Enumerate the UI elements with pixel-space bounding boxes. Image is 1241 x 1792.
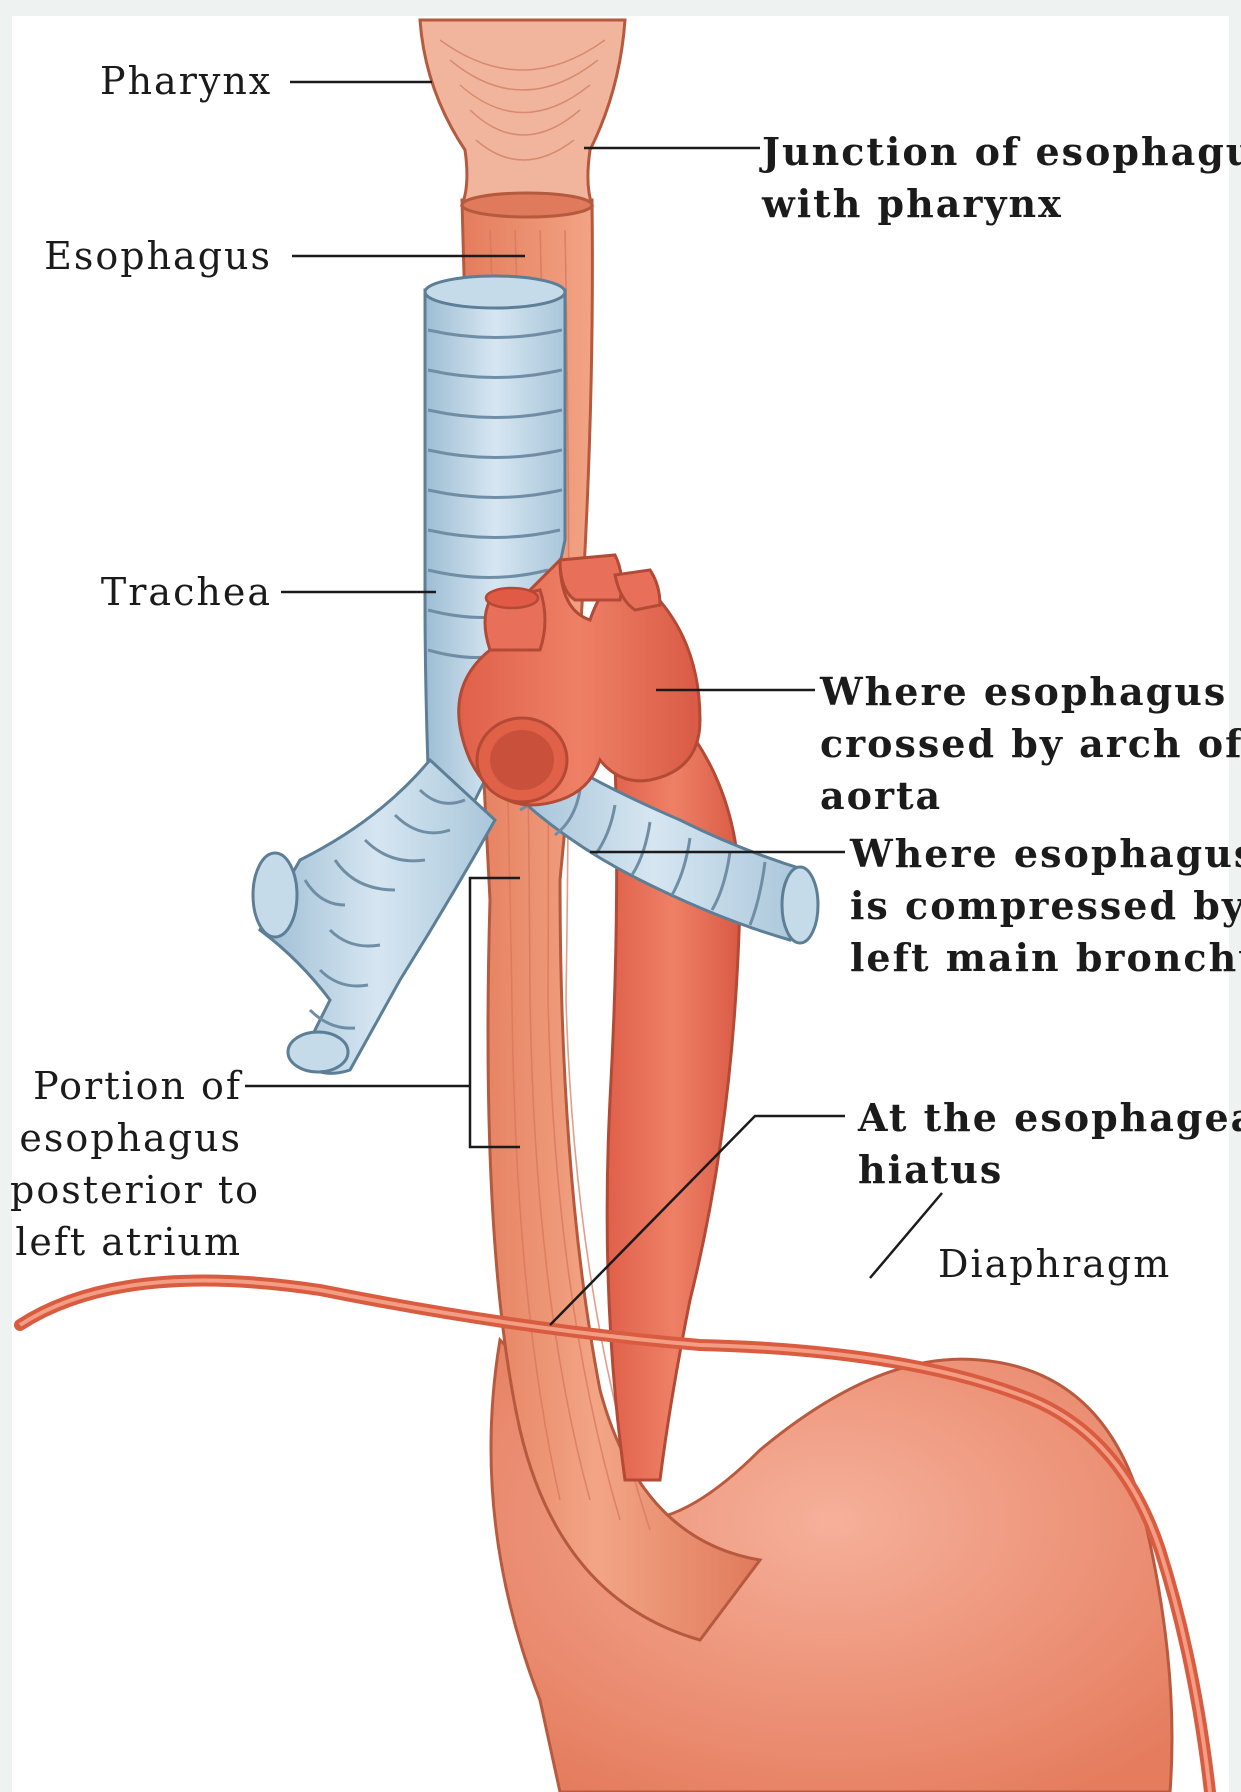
label-junction: Junction of esophagus with pharynx — [762, 126, 1241, 230]
label-pharynx: Pharynx — [100, 55, 272, 107]
label-left-main-bronchus: Where esophagus is compressed by left ma… — [850, 828, 1241, 984]
pharynx-junction-ring — [462, 193, 592, 217]
label-arch-of-aorta: Where esophagus is crossed by arch of ao… — [820, 666, 1241, 822]
left-bronchus-end — [782, 867, 818, 943]
label-trachea: Trachea — [100, 566, 272, 618]
right-bronchus-end-lower — [288, 1032, 348, 1072]
label-diaphragm: Diaphragm — [938, 1238, 1171, 1290]
aortic-branch-2 — [560, 555, 622, 600]
right-bronchus-end-upper — [253, 853, 297, 937]
label-esophageal-hiatus: At the esophageal hiatus — [858, 1092, 1241, 1196]
label-left-atrium: Portion of esophagus posterior to left a… — [10, 1060, 242, 1268]
label-esophagus: Esophagus — [40, 230, 272, 282]
trachea-top-ring — [425, 276, 565, 308]
aortic-branch-1-cut — [486, 588, 538, 608]
leader-diaphragm — [870, 1193, 942, 1278]
